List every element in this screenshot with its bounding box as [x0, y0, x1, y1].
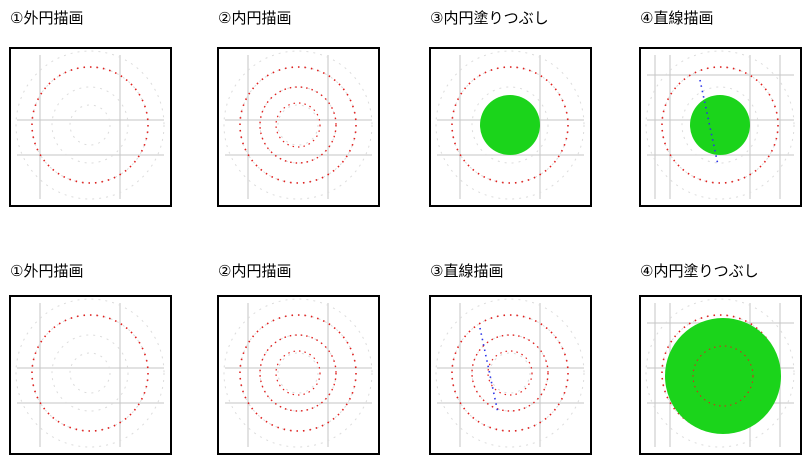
canvas-panel-2-2	[217, 295, 380, 455]
step-label-2-4: ④内円塗りつぶし	[640, 262, 759, 280]
canvas-panel-1-3	[429, 47, 592, 207]
dotted-line	[479, 327, 499, 414]
faint-circle	[15, 50, 165, 200]
drawing-canvas	[435, 298, 585, 448]
faint-circle	[471, 86, 549, 164]
faint-circle	[277, 104, 319, 146]
dotted-line	[699, 79, 719, 166]
faint-circle	[31, 314, 149, 432]
inner-circle	[471, 334, 549, 412]
faint-circle	[489, 352, 531, 394]
filled-circle	[480, 95, 540, 155]
faint-circle	[223, 298, 373, 448]
guide-lines	[17, 303, 164, 447]
drawing-canvas	[15, 50, 165, 200]
guide-lines	[225, 303, 372, 447]
inner-circle	[692, 345, 754, 407]
outer-circle	[31, 314, 149, 432]
guide-lines	[437, 303, 584, 447]
filled-circle	[665, 318, 781, 434]
faint-circle	[435, 298, 585, 448]
faint-circle	[681, 86, 759, 164]
filled-circle	[690, 95, 750, 155]
outer-circle	[239, 66, 357, 184]
inner-circle	[259, 86, 337, 164]
inner-circle-small	[275, 350, 321, 396]
inner-circle	[259, 334, 337, 412]
step-label-2-2: ②内円描画	[218, 262, 292, 280]
outer-circle	[239, 314, 357, 432]
inner-circle-small	[487, 350, 533, 396]
inner-circle-small	[275, 102, 321, 148]
outer-circle	[661, 66, 779, 184]
canvas-panel-1-1	[9, 47, 172, 207]
outer-circle	[451, 314, 569, 432]
faint-circle	[51, 86, 129, 164]
faint-circle	[69, 352, 111, 394]
outer-circle	[451, 66, 569, 184]
canvas-panel-2-4	[639, 295, 802, 455]
canvas-panel-2-3	[429, 295, 592, 455]
step-label-1-2: ②内円描画	[218, 9, 292, 27]
faint-circle	[15, 298, 165, 448]
faint-circle	[645, 298, 795, 448]
faint-circle	[239, 66, 357, 184]
faint-circle	[277, 352, 319, 394]
step-label-1-3: ③内円塗りつぶし	[430, 9, 549, 27]
guide-lines	[17, 55, 164, 199]
drawing-canvas	[645, 50, 795, 200]
faint-circle	[31, 66, 149, 184]
step-label-2-3: ③直線描画	[430, 262, 504, 280]
drawing-canvas	[223, 298, 373, 448]
outer-circle	[31, 66, 149, 184]
step-label-1-4: ④直線描画	[640, 9, 714, 27]
faint-circle	[645, 50, 795, 200]
drawing-canvas	[15, 298, 165, 448]
drawing-canvas	[223, 50, 373, 200]
canvas-panel-1-2	[217, 47, 380, 207]
canvas-panel-2-1	[9, 295, 172, 455]
guide-lines	[225, 55, 372, 199]
faint-circle	[451, 314, 569, 432]
drawing-canvas	[435, 50, 585, 200]
guide-lines	[647, 55, 794, 199]
faint-circle	[435, 50, 585, 200]
step-label-1-1: ①外円描画	[10, 9, 84, 27]
faint-circle	[239, 314, 357, 432]
step-label-2-1: ①外円描画	[10, 262, 84, 280]
canvas-panel-1-4	[639, 47, 802, 207]
faint-circle	[223, 50, 373, 200]
drawing-canvas	[645, 298, 795, 448]
faint-circle	[51, 334, 129, 412]
faint-circle	[69, 104, 111, 146]
